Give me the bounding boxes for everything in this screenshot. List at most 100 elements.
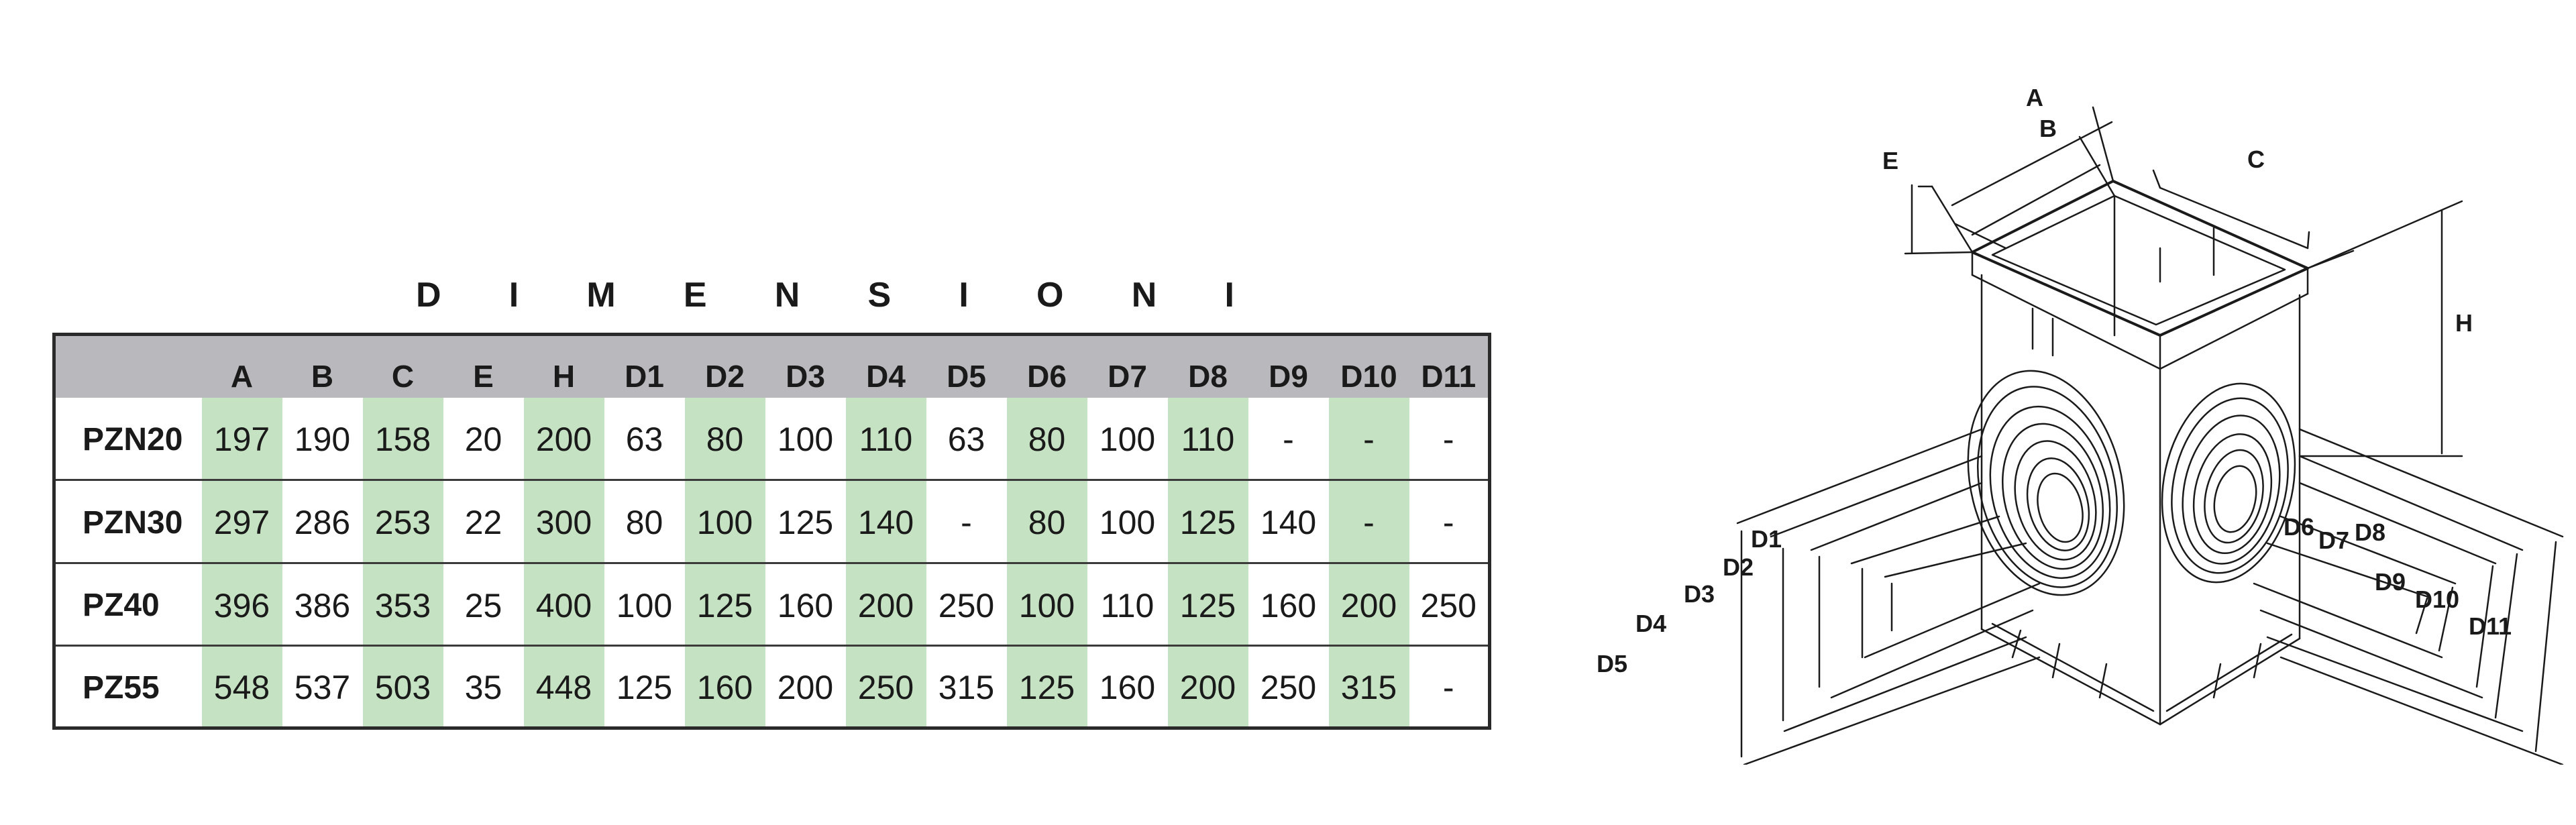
column-header: B	[311, 358, 334, 394]
dimension-cell: 35	[464, 669, 502, 707]
dimension-cell: 100	[1006, 563, 1087, 646]
column-header: D4	[866, 358, 906, 394]
title-letter: I	[508, 276, 519, 315]
drawing-labels: A B C E H D1 D2 D3 D4 D5 D6 D7 D8 D9 D10…	[1597, 84, 2512, 677]
dimension-cell: 100	[616, 586, 673, 624]
label-A: A	[2026, 84, 2043, 111]
dimension-cell: 200	[1167, 645, 1248, 728]
dimension-cell: 250	[845, 645, 926, 728]
column-header: C	[391, 358, 415, 394]
dimension-cell: 125	[1167, 480, 1248, 563]
dimension-cell: 22	[464, 504, 502, 542]
title-letter: M	[586, 276, 616, 315]
dimension-cell: -	[1442, 669, 1454, 707]
dimension-cell: 63	[947, 421, 985, 459]
column-header: D6	[1027, 358, 1067, 394]
dimension-cell: 80	[684, 397, 765, 480]
dimension-cell: 125	[684, 563, 765, 646]
dimension-cell: 125	[1167, 563, 1248, 646]
dimension-cell: 250	[938, 586, 995, 624]
model-name-cell: PZN30	[83, 504, 183, 541]
dimension-cell: -	[1442, 504, 1454, 542]
dimension-cell: 286	[294, 504, 351, 542]
label-D10: D10	[2415, 586, 2459, 613]
dimension-cell: 190	[294, 421, 351, 459]
label-C: C	[2247, 146, 2265, 173]
title-letter: D	[416, 276, 441, 315]
dimension-cell: 297	[201, 480, 282, 563]
dimension-cell: 20	[464, 421, 502, 459]
dimension-cell: 158	[362, 397, 443, 480]
pit-dimension-drawing: A B C E H D1 D2 D3 D4 D5 D6 D7 D8 D9 D10…	[1597, 84, 2564, 765]
dimension-cell: 160	[684, 645, 765, 728]
column-header: D1	[625, 358, 664, 394]
dimension-cell: 80	[625, 504, 663, 542]
dimension-cell: 200	[845, 563, 926, 646]
column-header: D9	[1269, 358, 1308, 394]
dimension-cell: 448	[523, 645, 604, 728]
column-header: D7	[1108, 358, 1147, 394]
column-header: D10	[1340, 358, 1397, 394]
dimension-cell: 250	[1420, 586, 1477, 624]
title-letter: N	[1131, 276, 1157, 315]
dimension-cell: 353	[362, 563, 443, 646]
column-header: D3	[786, 358, 825, 394]
dimension-cell: 315	[938, 669, 995, 707]
dimension-cell: 160	[777, 586, 834, 624]
dimension-cell: 125	[616, 669, 673, 707]
dimension-cell: 100	[777, 421, 834, 459]
label-D4: D4	[1635, 610, 1666, 637]
dimension-cell: 396	[201, 563, 282, 646]
dimension-cell: 253	[362, 480, 443, 563]
column-header: D5	[947, 358, 986, 394]
label-D2: D2	[1723, 553, 1754, 581]
header-corner	[54, 335, 202, 398]
label-D6: D6	[2284, 513, 2314, 541]
dimension-cell: 503	[362, 645, 443, 728]
dimension-cell: 110	[845, 397, 926, 480]
title-letter: I	[1224, 276, 1234, 315]
label-D9: D9	[2375, 568, 2406, 596]
column-header: E	[473, 358, 494, 394]
column-header: D8	[1188, 358, 1228, 394]
label-D8: D8	[2355, 518, 2385, 546]
column-header: A	[230, 358, 254, 394]
dimension-cell: 110	[1167, 397, 1248, 480]
dimension-cell: -	[1328, 397, 1409, 480]
label-E: E	[1882, 147, 1898, 174]
dimension-cell: -	[1328, 480, 1409, 563]
dimension-cell: 200	[777, 669, 834, 707]
model-name-cell: PZN20	[83, 421, 183, 457]
dimension-cell: 300	[523, 480, 604, 563]
dimension-cell: 160	[1260, 586, 1317, 624]
label-B: B	[2039, 115, 2057, 142]
dimension-cell: 160	[1099, 669, 1156, 707]
model-name-cell: PZ55	[83, 669, 160, 706]
column-header: D2	[705, 358, 745, 394]
dimension-cell: 125	[777, 504, 834, 542]
dimension-cell: 197	[201, 397, 282, 480]
dimension-cell: 200	[523, 397, 604, 480]
dimension-cell: 140	[1260, 504, 1317, 542]
title-letter: E	[683, 276, 707, 315]
label-D1: D1	[1751, 525, 1782, 553]
label-D3: D3	[1684, 580, 1715, 608]
dimension-cell: 537	[294, 669, 351, 707]
dimension-cell: -	[1442, 421, 1454, 459]
title-letter: O	[1036, 276, 1064, 315]
dimension-cell: 80	[1006, 397, 1087, 480]
title-letter: S	[867, 276, 892, 315]
dimension-cell: 100	[1099, 504, 1156, 542]
label-D11: D11	[2469, 612, 2512, 640]
dimension-cell: 125	[1006, 645, 1087, 728]
dimension-cell: -	[961, 504, 972, 542]
dimension-cell: 386	[294, 586, 351, 624]
dimension-cell: 250	[1260, 669, 1317, 707]
dimension-cell: 548	[201, 645, 282, 728]
dimension-cell: 100	[1099, 421, 1156, 459]
page-title: D I M E N S I O N I	[416, 268, 1234, 322]
